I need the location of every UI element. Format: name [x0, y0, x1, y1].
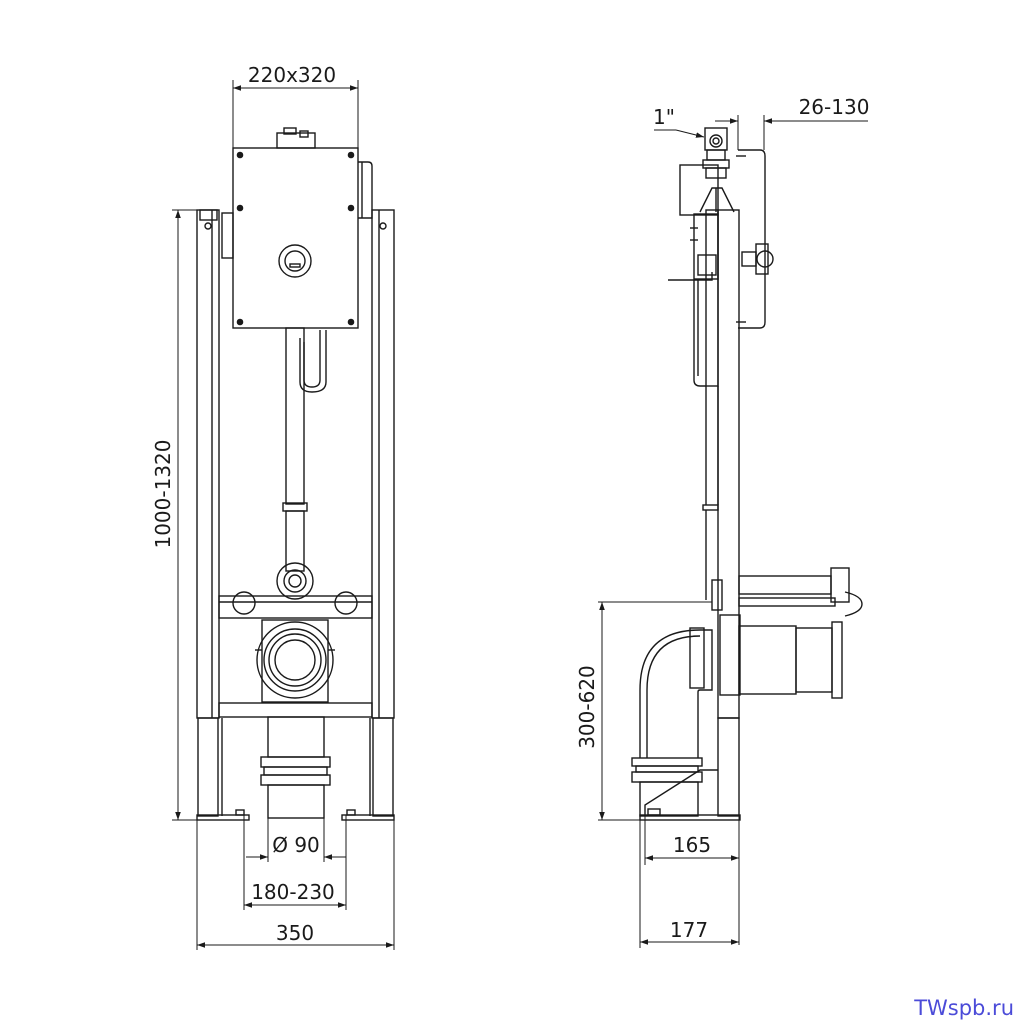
- cross-rail: [218, 595, 373, 619]
- drain-pipe: [267, 716, 325, 758]
- waste-connector: [738, 625, 797, 695]
- dim-depth-177: 177: [670, 918, 708, 942]
- left-foot: [196, 814, 250, 821]
- side-dimension-labels: 1" 26-130 300-620 165 177: [575, 95, 869, 942]
- dim-depth-165: 165: [673, 833, 711, 857]
- right-leg: [372, 717, 394, 817]
- side-frame-post: [717, 209, 740, 719]
- wall-bracket: [738, 149, 766, 329]
- side-view: [631, 127, 863, 821]
- side-dimensions: [598, 115, 868, 948]
- dim-inlet-size: 1": [653, 105, 675, 129]
- left-frame-post: [196, 209, 220, 719]
- dim-tank-size: 220x320: [248, 63, 336, 87]
- dim-frame-width: 350: [276, 921, 314, 945]
- left-leg: [197, 717, 219, 817]
- dim-height-range: 1000-1320: [151, 439, 175, 548]
- dim-bolt-spacing: 180-230: [251, 880, 335, 904]
- waste-outlet: [256, 621, 334, 699]
- cistern-box: [232, 147, 359, 329]
- side-foot: [639, 814, 741, 821]
- watermark: TWspb.ru: [914, 996, 1014, 1020]
- dim-pipe-diameter: Ø 90: [272, 833, 320, 857]
- flush-pipe: [285, 327, 305, 505]
- flush-button: [278, 244, 312, 278]
- front-dimensions: [172, 80, 395, 950]
- flush-connector: [738, 575, 832, 595]
- dim-wall-offset: 26-130: [799, 95, 870, 119]
- drain-elbow: [639, 629, 713, 758]
- right-frame-post: [371, 209, 395, 719]
- front-view: [196, 127, 395, 821]
- dim-outlet-height: 300-620: [575, 665, 599, 749]
- front-dimension-labels: 220x320 1000-1320 Ø 90 180-230 350: [151, 63, 336, 945]
- right-foot: [341, 814, 395, 821]
